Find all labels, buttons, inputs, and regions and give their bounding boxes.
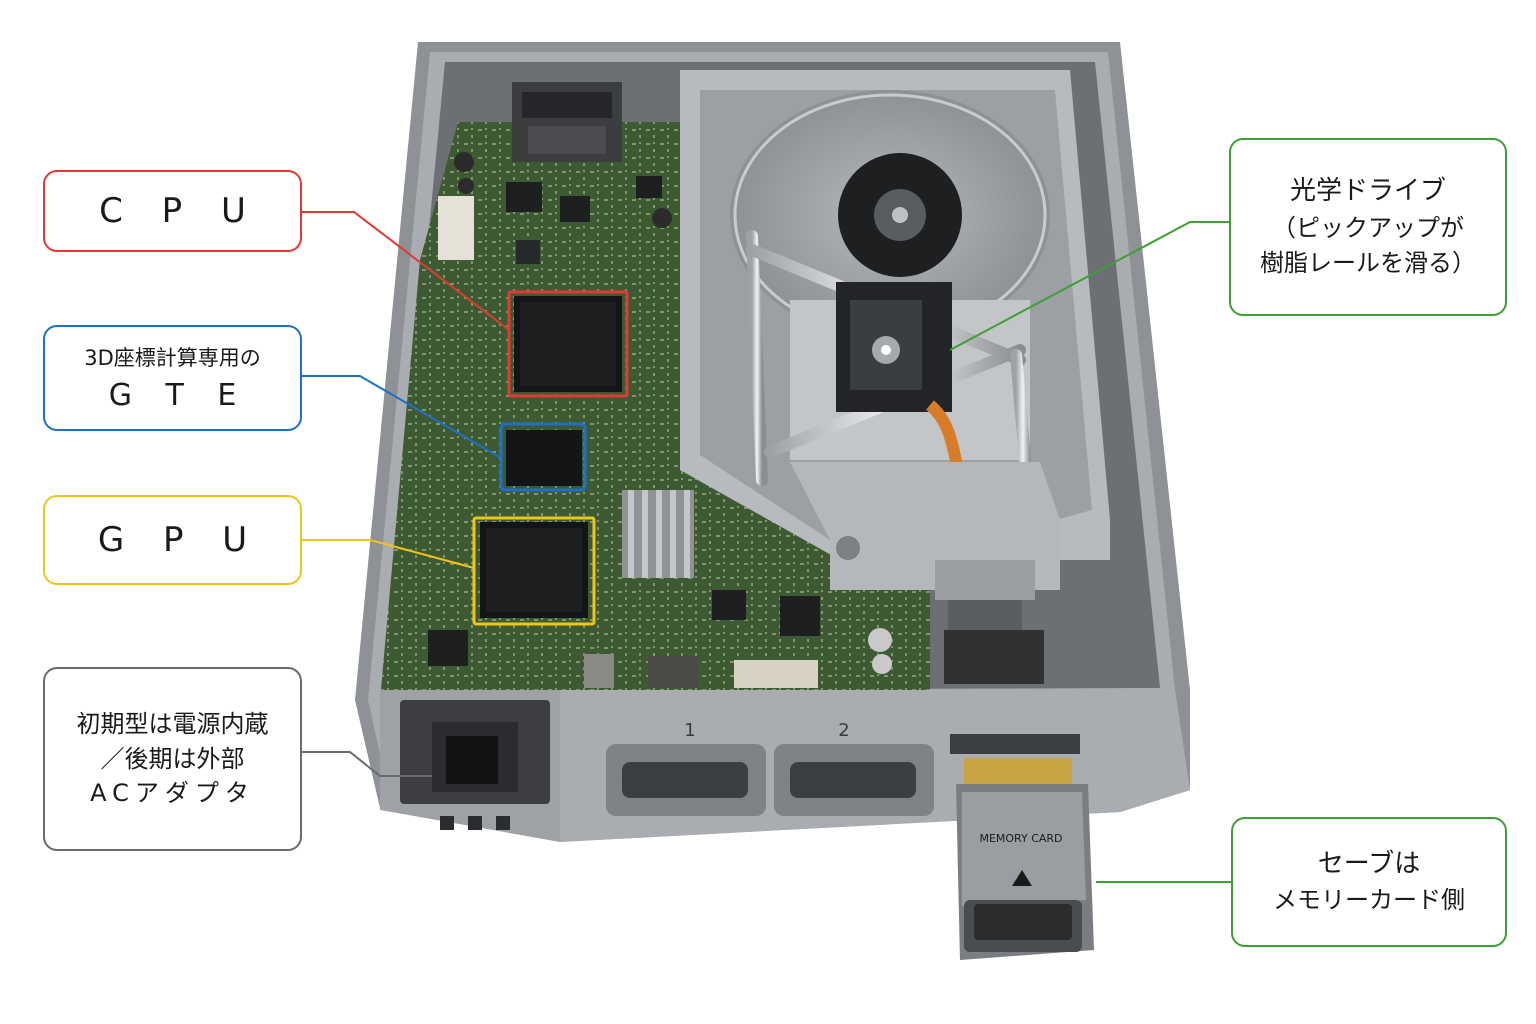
power-callout-line1: 初期型は電源内蔵 [76,709,269,738]
gpu-callout-label: G P U [97,520,262,560]
gte-leader-line [302,375,502,459]
power-callout-line3: ACアダプタ [90,779,255,808]
cpu-highlight-box [507,290,629,398]
drive-callout-line3: 樹脂レールを滑る） [1260,248,1476,277]
motherboard [380,122,930,700]
power-callout-line2: ／後期は外部 [100,744,245,773]
memory-card-label: MEMORY CARD [979,832,1062,845]
power-leader-line [302,751,432,777]
drive-leader-line [949,221,1230,351]
gpu-highlight-box [472,516,596,626]
drive-callout: 光学ドライブ （ピックアップが 樹脂レールを滑る） [1229,138,1507,316]
port-1-label: 1 [684,720,695,741]
internal-connector [935,560,1044,684]
cpu-chip [514,296,622,392]
gpu-chip [480,522,588,618]
gte-callout: 3D座標計算専用の G T E [43,325,302,431]
save-callout: セーブは メモリーカード側 [1231,817,1507,947]
cpu-callout-label: C P U [99,191,260,231]
gte-callout-line1: 3D座標計算専用の [84,345,261,370]
rear-connector [512,82,622,162]
optical-drive [680,70,1110,590]
cpu-leader-line [302,211,510,331]
save-callout-line2: メモリーカード側 [1273,886,1465,915]
gpu-leader-line [302,539,475,569]
cpu-callout: C P U [43,170,302,252]
heatsink [622,490,694,578]
gte-callout-line2: G T E [108,378,249,414]
gte-chip [506,430,582,486]
port-2-label: 2 [838,720,849,741]
drive-callout-line1: 光学ドライブ [1289,176,1446,207]
power-callout: 初期型は電源内蔵 ／後期は外部 ACアダプタ [43,667,302,851]
gpu-callout: G P U [43,495,302,585]
memory-card [956,784,1094,960]
save-callout-line1: セーブは [1317,848,1421,879]
drive-callout-line2: （ピックアップが [1272,214,1464,243]
